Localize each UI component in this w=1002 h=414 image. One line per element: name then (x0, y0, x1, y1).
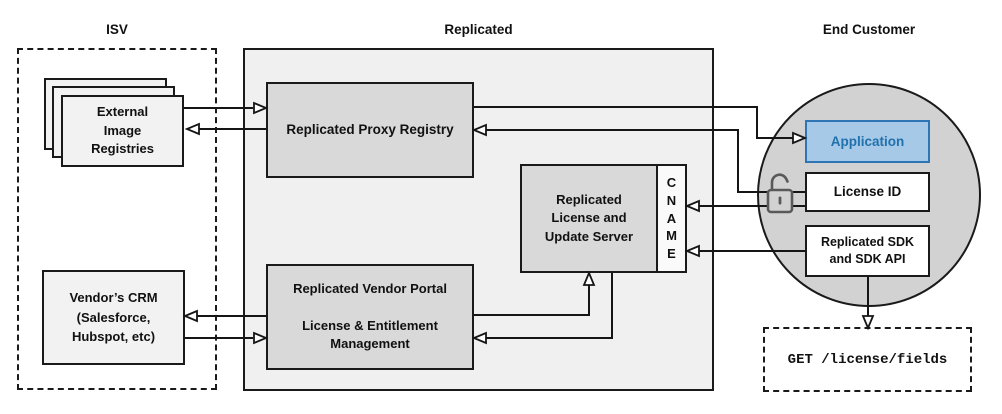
license-id-node: License ID (805, 172, 930, 212)
vendor-crm-label: Vendor’s CRM (Salesforce, Hubspot, etc) (69, 290, 158, 345)
license-update-server-node: Replicated License and Update Server CNA… (520, 164, 687, 273)
section-label-replicated: Replicated (444, 22, 513, 37)
vendor-portal-node: Replicated Vendor Portal License & Entit… (266, 264, 474, 370)
license-update-server-label: Replicated License and Update Server (544, 191, 634, 244)
proxy-registry-label: Replicated Proxy Registry (286, 122, 454, 138)
vendor-crm-node: Vendor’s CRM (Salesforce, Hubspot, etc) (42, 270, 185, 365)
cname-strip: CNAME (656, 166, 685, 271)
external-image-registries-label: External Image Registries (91, 104, 154, 157)
section-label-isv: ISV (106, 22, 128, 37)
proxy-registry-node: Replicated Proxy Registry (266, 82, 474, 178)
replicated-sdk-label: Replicated SDK and SDK API (820, 235, 915, 266)
external-image-registries-node: External Image Registries (61, 95, 184, 167)
vendor-portal-label: Replicated Vendor Portal License & Entit… (293, 281, 447, 352)
section-label-end-customer: End Customer (822, 22, 916, 37)
application-label: Application (830, 134, 905, 149)
get-license-fields-label: GET /license/fields (787, 351, 948, 368)
application-node: Application (805, 120, 930, 163)
license-id-label: License ID (833, 184, 902, 200)
replicated-sdk-node: Replicated SDK and SDK API (805, 225, 930, 277)
cname-label: CNAME (666, 174, 677, 262)
get-license-fields-node: GET /license/fields (763, 327, 972, 392)
